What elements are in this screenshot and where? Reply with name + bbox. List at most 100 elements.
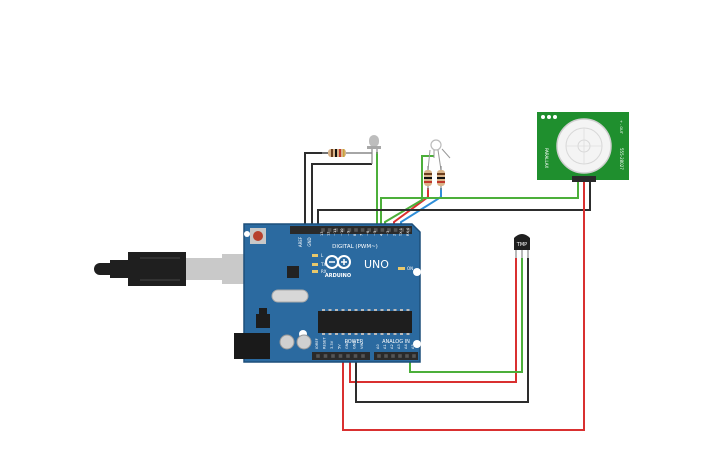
tx-label: TX	[320, 262, 326, 267]
chip-pin	[341, 333, 345, 335]
wire-led-gnd[interactable]	[311, 163, 372, 232]
header-pin-hole[interactable]	[391, 354, 395, 358]
pin-label: 3.3V	[330, 340, 334, 349]
arduino-logo-icon	[325, 255, 351, 269]
pin-label: A2	[390, 344, 394, 349]
header-pin-hole[interactable]	[347, 228, 352, 232]
pin-label: ~5	[373, 231, 377, 236]
resistor-icon[interactable]	[322, 149, 372, 157]
pin-label: 5V	[338, 344, 342, 349]
usb-chip	[287, 266, 299, 278]
header-pin-hole[interactable]	[380, 228, 385, 232]
capacitor-icon	[296, 334, 312, 350]
header-pin-hole[interactable]	[367, 228, 371, 232]
wire-pir-gnd[interactable]	[317, 178, 591, 232]
header-pin-hole[interactable]	[374, 228, 378, 232]
chip-pin	[374, 309, 377, 311]
pin-label: VIN	[360, 342, 364, 349]
header-pin-hole[interactable]	[405, 354, 409, 358]
header-pin-hole[interactable]	[316, 354, 320, 358]
uno-label: UNO	[364, 258, 389, 271]
pin-label: 2	[393, 234, 397, 236]
chip-pin	[406, 309, 410, 311]
pin-label: 13	[320, 231, 324, 236]
pin-label: RX 0	[406, 227, 410, 236]
pin-label: ~10	[340, 228, 344, 236]
chip-pin	[393, 333, 397, 335]
on-label: ON	[407, 266, 413, 271]
power-jack[interactable]	[234, 333, 270, 359]
temperature-sensor-icon[interactable]: TMP	[514, 234, 530, 258]
pin-label: A5	[411, 344, 415, 349]
pin-label: ~3	[386, 231, 390, 236]
header-pin-hole[interactable]	[346, 354, 350, 358]
header-pin-hole[interactable]	[331, 354, 335, 358]
rgb-led-icon[interactable]	[427, 139, 451, 171]
chip-pin	[400, 309, 403, 311]
arduino-brand-label: ARDUINO	[325, 273, 351, 279]
header-pin-hole[interactable]	[323, 354, 328, 358]
header-pin-hole[interactable]	[338, 354, 343, 358]
wire-resistor-gnd[interactable]	[304, 152, 330, 232]
pin-label: RESET	[323, 337, 327, 349]
aref-label: AREF	[298, 236, 303, 247]
led-icon[interactable]	[367, 135, 381, 164]
header-pin-hole[interactable]	[407, 228, 411, 232]
header-pin-hole[interactable]	[354, 228, 358, 232]
header-pin-hole[interactable]	[327, 228, 332, 232]
wire-rgb-green[interactable]	[384, 155, 434, 232]
chip-pin	[400, 333, 403, 335]
header-pin-hole[interactable]	[341, 228, 345, 232]
pin-label: 8	[353, 233, 357, 236]
header-pin-hole[interactable]	[361, 354, 365, 358]
chip-pin	[341, 309, 345, 311]
rx-led-icon	[312, 270, 318, 273]
mount-hole	[413, 268, 421, 276]
header-pin-hole[interactable]	[412, 354, 416, 358]
header-pin-hole[interactable]	[360, 228, 365, 232]
wire-tmp-vcc[interactable]	[349, 258, 517, 383]
header-pin-hole[interactable]	[398, 354, 402, 358]
header-pin-hole[interactable]	[393, 228, 398, 232]
on-led-icon	[398, 267, 405, 270]
digital-label: DIGITAL (PWM~)	[332, 244, 378, 250]
chip-pin	[361, 333, 364, 335]
wire-tmp-gnd[interactable]	[355, 258, 529, 403]
header-pin-hole[interactable]	[334, 228, 338, 232]
usb-plug-icon[interactable]	[94, 252, 262, 286]
analog-header[interactable]	[374, 352, 418, 360]
chip-pin	[393, 309, 397, 311]
wire-pir-vcc[interactable]	[342, 178, 585, 431]
l-led-icon	[312, 254, 318, 257]
header-pin-hole[interactable]	[400, 228, 404, 232]
chip-pin	[367, 309, 371, 311]
resistor-icon[interactable]	[424, 166, 432, 190]
pin-label: A4	[404, 344, 408, 349]
header-pin-hole[interactable]	[387, 228, 391, 232]
header-pin-hole[interactable]	[353, 354, 358, 358]
crystal-oscillator	[271, 289, 309, 303]
pin-label: A1	[383, 344, 387, 349]
chip-pin	[361, 309, 364, 311]
tmp-label: TMP	[516, 242, 527, 248]
header-pin-hole[interactable]	[384, 354, 388, 358]
resistor-icon[interactable]	[437, 166, 445, 190]
analog-label: ANALOG IN	[382, 339, 410, 345]
wire-pir-out[interactable]	[380, 178, 579, 232]
voltage-regulator	[256, 314, 270, 328]
pin-label: IOREF	[315, 338, 319, 349]
header-pin-hole[interactable]	[377, 354, 381, 358]
pin-label: A0	[376, 344, 380, 349]
header-pin-hole[interactable]	[321, 228, 325, 232]
pin-label: TX 1	[399, 228, 403, 237]
reset-button-icon[interactable]	[250, 228, 266, 244]
pir-sensor-icon[interactable]: PARALLAX 555-28027 + - OUT	[537, 112, 629, 182]
chip-pin	[348, 309, 351, 311]
wire-tmp-signal[interactable]	[409, 258, 523, 373]
voltage-regulator-tab	[259, 308, 267, 314]
chip-pin	[322, 309, 325, 311]
pin-label: 7	[360, 234, 364, 236]
